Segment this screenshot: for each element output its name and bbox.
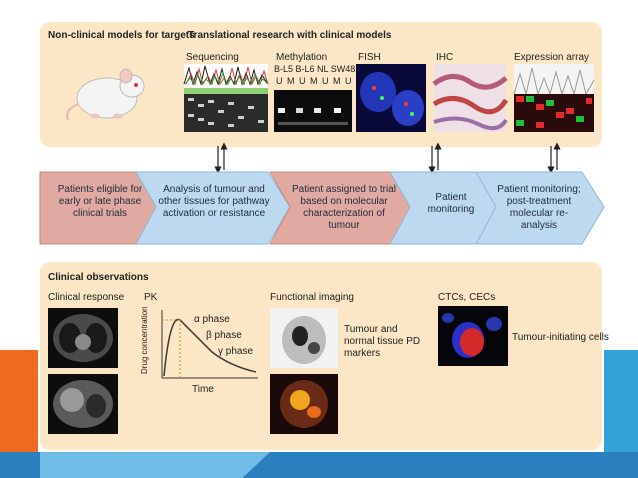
clinical-observations-title: Clinical observations (48, 272, 149, 283)
pk-x-axis-label: Time (192, 384, 214, 395)
pk-y-axis-label: Drug concentration (140, 306, 149, 374)
flow-arrow-reanalysis (475, 171, 605, 245)
translational-title: Translational research with clinical mod… (188, 30, 392, 41)
mouse-icon (66, 68, 145, 121)
ct-scan-images (48, 308, 118, 434)
flow-step-analysis: Analysis of tumour and other tissues for… (158, 184, 270, 219)
expression-array-label: Expression array (514, 52, 590, 63)
functional-imaging-label: Functional imaging (270, 292, 354, 303)
pet-scan-images (270, 308, 338, 434)
pk-alpha-phase: α phase (194, 314, 230, 325)
ihc-label: IHC (436, 52, 454, 63)
methylation-um-labels: U M U M U M U M (276, 76, 365, 86)
nonclinical-title: Non-clinical models for targets (48, 30, 195, 41)
sequencing-label: Sequencing (186, 52, 239, 63)
flow-step-monitoring: Patient monitoring (427, 192, 475, 215)
pk-curve-chart (161, 310, 258, 379)
tumour-initiating-label: Tumour-initiating cells (512, 332, 609, 343)
sequencing-image (183, 64, 269, 132)
flow-step-reanalysis: Patient monitoring; post-treatment molec… (497, 184, 581, 231)
methylation-label: Methylation (276, 52, 328, 63)
ctcs-cecs-label: CTCs, CECs (438, 292, 496, 303)
ctc-image (438, 306, 508, 366)
expression-array-image (513, 64, 595, 132)
pk-beta-phase: β phase (206, 330, 242, 341)
clinical-response-label: Clinical response (48, 292, 125, 303)
flow-step-eligible: Patients eligible for early or late phas… (57, 184, 143, 219)
flow-arrow-analysis (135, 171, 291, 245)
flow-step-assigned: Patient assigned to trial based on molec… (292, 184, 396, 231)
methylation-lanes: B-L5 B-L6 NL SW48 (274, 64, 356, 74)
pk-label: PK (144, 292, 158, 303)
ihc-image (432, 64, 509, 132)
pk-gamma-phase: γ phase (218, 346, 254, 357)
methylation-gel-image (274, 90, 352, 132)
fish-image (356, 64, 426, 132)
pd-markers-label: Tumour and normal tissue PD markers (344, 324, 421, 359)
light-blue-accent (40, 452, 270, 478)
fish-label: FISH (358, 52, 381, 63)
